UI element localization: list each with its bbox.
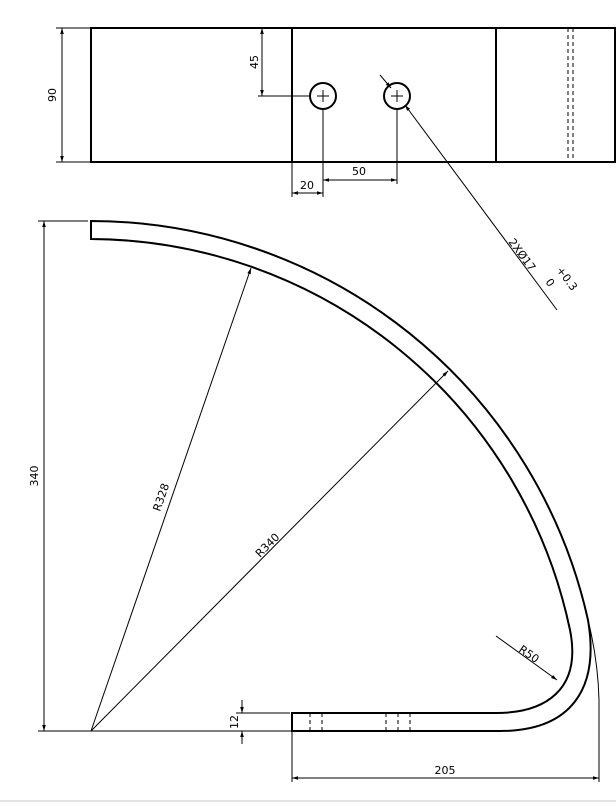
dim-inner-radius: R328 bbox=[151, 482, 173, 513]
dim-hole-offset-y: 45 bbox=[248, 55, 261, 69]
radius-line-r340 bbox=[90, 370, 449, 732]
part-profile bbox=[90, 219, 592, 732]
tolerance-lower: 0 bbox=[543, 276, 558, 289]
radius-leader-r50 bbox=[495, 635, 558, 681]
tolerance-upper: +0.3 bbox=[554, 264, 580, 293]
dim-hole-spacing: 50 bbox=[352, 165, 366, 178]
dim-hole-offset-x: 20 bbox=[300, 179, 314, 192]
hole-callout: 2XØ17 bbox=[506, 236, 539, 274]
dim-height-front: 340 bbox=[28, 466, 41, 487]
center-marks bbox=[317, 90, 403, 102]
dim-fillet-radius: R50 bbox=[516, 643, 541, 666]
dim-width: 205 bbox=[435, 764, 456, 777]
dim-thickness: 12 bbox=[228, 715, 241, 729]
dim-height-top: 90 bbox=[46, 88, 59, 102]
hidden-holes bbox=[309, 713, 411, 731]
part-outline-top bbox=[90, 27, 616, 163]
front-view: 340 R328 R340 R50 12 205 bbox=[28, 219, 600, 782]
top-view: 90 45 20 50 2XØ17 +0.3 0 bbox=[46, 27, 616, 311]
dim-outer-radius: R340 bbox=[253, 531, 282, 560]
radius-line-r328 bbox=[90, 267, 252, 732]
hole-leader bbox=[404, 104, 558, 311]
